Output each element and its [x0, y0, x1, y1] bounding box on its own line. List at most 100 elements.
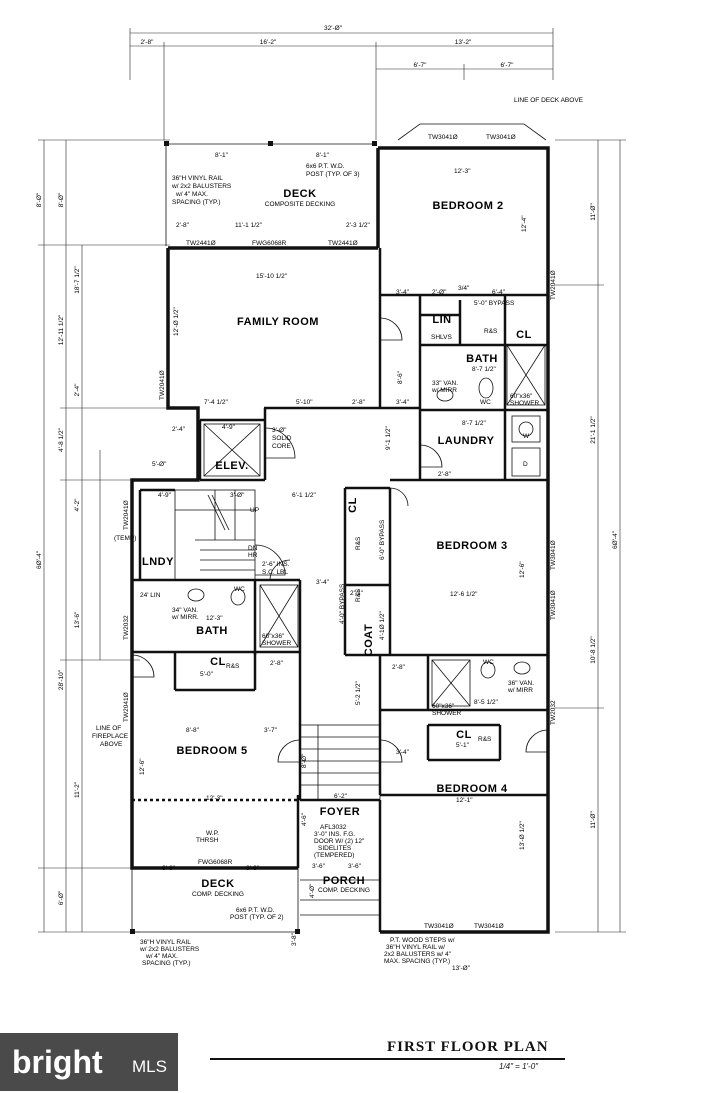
note-solid-core: CORE	[272, 443, 291, 450]
note-shower-right: 60"x36"	[432, 703, 455, 710]
dim-label: 5'-0"	[200, 671, 214, 678]
staircase	[174, 489, 256, 581]
note-threshold: THRSH	[196, 837, 219, 844]
dim-label: 13'-6"	[74, 611, 81, 628]
note-fireplace: FIREPLACE	[92, 733, 129, 740]
dim-label: 8'-5 1/2"	[474, 699, 498, 706]
window-tag: TW2032	[550, 700, 557, 725]
post-marker	[372, 141, 377, 146]
dim-label: 3'-4"	[396, 399, 410, 406]
dim-label: 6'-2"	[334, 793, 348, 800]
note-wc-left: WC	[234, 586, 245, 593]
dim-label: 2'-8"	[270, 660, 284, 667]
dim-overall-width: 32'-Ø"	[324, 25, 343, 32]
porch-material: COMP. DECKING	[318, 887, 370, 894]
note-rail-top: SPACING (TYP.)	[172, 199, 221, 206]
room-closet-mid: CL	[347, 497, 359, 513]
dim-label: 6'-7"	[414, 62, 428, 69]
post-marker	[295, 929, 300, 934]
note-post-top: 6x6 P.T. W.D.	[306, 163, 345, 170]
room-closet-top: CL	[516, 329, 532, 341]
room-closet-right: CL	[456, 729, 472, 741]
fixtures	[187, 344, 546, 707]
dim-label: 6'-Ø"	[58, 890, 65, 905]
left-dimensions: 8'-Ø" 6Ø'-4" 8'-Ø" 12'-11 1/2" 4'-8 1/2"…	[36, 139, 170, 933]
dim-label: 3'-Ø"	[272, 427, 287, 434]
dim-label: 6'-6"	[162, 865, 176, 872]
note-shower-top: 60"x36"	[510, 393, 533, 400]
note-post-bottom: POST (TYP. OF 2)	[230, 914, 284, 921]
window-tag: TW2041Ø	[123, 500, 130, 530]
dim-label: 12'-3"	[206, 795, 223, 802]
dim-label: 6'-4"	[492, 289, 506, 296]
note-dryer: D	[523, 461, 528, 468]
room-deck-bottom: DECK	[201, 878, 234, 890]
dim-label: 12'-3"	[454, 168, 471, 175]
window-tags: TW3041Ø TW3041Ø TW2441Ø FWG6068R TW2441Ø…	[123, 134, 557, 930]
window-tag: TW3041Ø	[424, 923, 454, 930]
dim-label: 11'-Ø"	[590, 203, 597, 221]
dim-label: 6'-1 1/2"	[292, 492, 316, 499]
note-rs-mid: R&S	[355, 536, 362, 550]
note-steps: P.T. WOOD STEPS w/	[390, 937, 455, 944]
dryer	[511, 447, 541, 477]
dim-label: 4'-9"	[222, 424, 236, 431]
window-tag: TW3041Ø	[428, 134, 458, 141]
window-tag: FWG6068R	[252, 240, 287, 247]
room-laundry-left: LNDY	[142, 556, 174, 568]
room-deck-top: DECK	[283, 188, 316, 200]
dim-label: 8'-Ø"	[58, 192, 65, 207]
note-wc-top: WC	[480, 399, 491, 406]
dim-label: 8'-Ø"	[36, 192, 43, 207]
room-bath-top: BATH	[466, 353, 498, 365]
dim-label: 13'-Ø"	[452, 965, 471, 972]
note-rail-top: w/ 2x2 BALUSTERS	[171, 183, 232, 190]
bright-mls-logo: bright MLS	[0, 1033, 178, 1091]
note-rail-bottom: SPACING (TYP.)	[142, 960, 191, 967]
window-tag: TW2441Ø	[328, 240, 358, 247]
dim-label: 3'-6"	[312, 863, 326, 870]
note-temp: (TEMP)	[114, 535, 136, 542]
post-marker	[164, 141, 169, 146]
note-line-of-deck: LINE OF DECK ABOVE	[514, 97, 584, 104]
window-tag: TW2041Ø	[123, 692, 130, 722]
dim-label: 21'-1 1/2"	[590, 416, 597, 444]
dim-label: 12'-Ø 1/2"	[173, 306, 180, 336]
note-vanity-top: 33" VAN.	[432, 380, 458, 387]
shower-left	[259, 584, 299, 648]
dim-label: 12'-6"	[519, 561, 526, 578]
dim-label: 18'-7 1/2"	[74, 266, 81, 294]
dim-label: 28'-10"	[58, 669, 65, 690]
window-tag: TW2041Ø	[159, 370, 166, 400]
drawing-scale: 1/4" = 1'-0"	[499, 1062, 539, 1071]
note-rs: R&S	[484, 328, 498, 335]
note-rail-top: 36"H VINYL RAIL	[172, 175, 223, 182]
note-front-door: (TEMPERED)	[314, 852, 354, 859]
note-hr: HR	[248, 552, 258, 559]
toilet-left	[230, 588, 246, 606]
note-fireplace: LINE OF	[96, 725, 121, 732]
dim-label: 5'-1"	[456, 742, 470, 749]
note-shelves: SHLVS	[431, 334, 452, 341]
dim-label: 8'-1"	[215, 152, 229, 159]
note-solid-core: SOLID	[272, 435, 292, 442]
note-rs-right: R&S	[478, 736, 492, 743]
dim-label: 6'-7"	[501, 62, 515, 69]
dim-label: 3'-4"	[396, 289, 410, 296]
note-rs-coat: R&S	[355, 588, 362, 602]
sink-right	[513, 661, 531, 675]
dim-label: 12'-11 1/2"	[58, 314, 65, 345]
note-bypass-mid: 4'-0" BYPASS	[339, 583, 346, 624]
note-ins: 2'-6" INS.	[262, 561, 290, 568]
right-dimensions: 11'-Ø" 21'-1 1/2" 6Ø'-4" 10'-8 1/2" 11'-…	[555, 139, 626, 933]
dim-label: 3'-6"	[348, 863, 362, 870]
note-vanity-left: 34" VAN.	[172, 607, 198, 614]
dim-label: 8'-7 1/2"	[472, 366, 496, 373]
dim-label: 5'-Ø"	[152, 461, 167, 468]
room-foyer: FOYER	[320, 806, 360, 818]
shower-top	[506, 344, 546, 406]
dim-label: 11'-2"	[74, 781, 81, 798]
sink-top	[436, 388, 454, 402]
note-post-top: POST (TYP. OF 3)	[306, 171, 360, 178]
dim-label: 3'-7"	[264, 727, 278, 734]
